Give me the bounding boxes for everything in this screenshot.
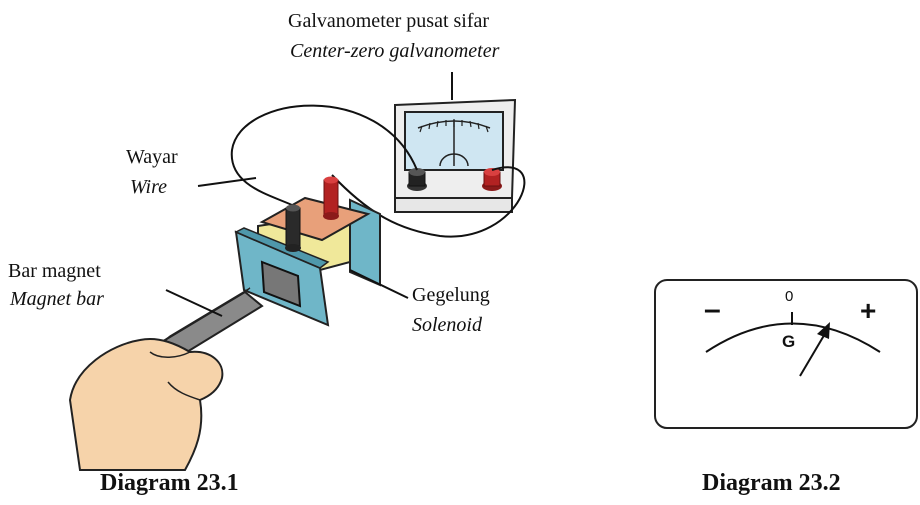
meter-plus-sign: + xyxy=(860,295,877,326)
solenoid-black-terminal xyxy=(285,207,301,249)
meter-g-label: G xyxy=(782,332,796,351)
bar-magnet-top-face xyxy=(164,287,251,341)
solenoid-label-pointer xyxy=(349,269,409,299)
solenoid-label-malay: Gegelung xyxy=(412,284,490,306)
solenoid-red-terminal-base xyxy=(323,212,339,220)
solenoid-label-english: Solenoid xyxy=(412,314,482,336)
hand-finger-line xyxy=(167,381,201,401)
galvanometer-red-terminal-top xyxy=(484,168,500,176)
wire-label-malay: Wayar xyxy=(126,146,178,168)
galvanometer-reading xyxy=(654,279,918,429)
galvanometer-apparatus xyxy=(394,72,517,213)
magnet-label-english: Magnet bar xyxy=(10,288,104,310)
diagram-23-1-caption: Diagram 23.1 xyxy=(100,470,239,496)
hand-thumb-line xyxy=(149,351,191,358)
magnet-label-pointer xyxy=(165,289,223,317)
galvanometer-label-malay: Galvanometer pusat sifar xyxy=(288,10,490,32)
solenoid-apparatus xyxy=(234,176,381,327)
wire-label-english: Wire xyxy=(130,176,168,198)
solenoid-red-terminal xyxy=(323,179,339,217)
galvanometer-pivot xyxy=(439,153,469,167)
meter-minus-sign: – xyxy=(704,293,721,326)
wire-label-pointer xyxy=(197,177,257,187)
magnet-label-english-common: Bar magnet xyxy=(8,260,101,282)
hand xyxy=(68,338,224,471)
galvanometer-label-english: Center-zero galvanometer xyxy=(290,40,500,62)
diagram-23-2-caption: Diagram 23.2 xyxy=(702,470,841,496)
meter-pointer xyxy=(799,331,827,377)
solenoid-black-terminal-top xyxy=(286,204,300,212)
meter-pointer-arrowhead xyxy=(817,322,830,339)
wire-to-black-terminal xyxy=(230,104,418,206)
solenoid-core-opening xyxy=(260,260,302,308)
meter-zero-label: 0 xyxy=(785,288,794,305)
solenoid-black-terminal-base xyxy=(285,244,301,252)
solenoid-front-plate-edge xyxy=(234,227,330,269)
galvanometer-base xyxy=(394,197,513,213)
magnet-and-hand xyxy=(68,287,264,471)
galvanometer-black-terminal-top xyxy=(409,168,425,176)
solenoid-red-terminal-top xyxy=(324,176,338,184)
meter-face-frame xyxy=(654,279,918,429)
